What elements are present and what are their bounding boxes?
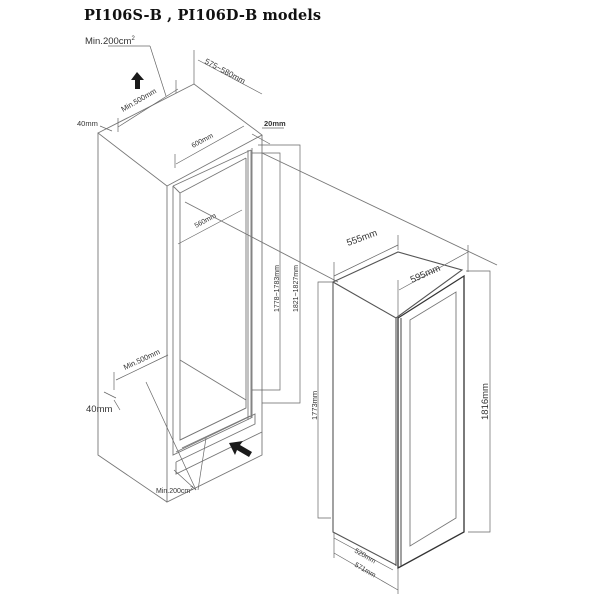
svg-text:40mm: 40mm bbox=[86, 404, 112, 415]
diagram-title: PI106S-B , PI106D-B models bbox=[84, 7, 322, 24]
svg-text:1773mm: 1773mm bbox=[310, 391, 319, 420]
svg-text:20mm: 20mm bbox=[264, 119, 286, 128]
svg-text:555mm: 555mm bbox=[345, 228, 379, 249]
niche-cabinet bbox=[97, 83, 263, 503]
svg-text:600mm: 600mm bbox=[191, 133, 215, 150]
arrow-diagonal-icon bbox=[229, 441, 252, 457]
bottom-depth-dimension: Min.500mm bbox=[113, 347, 169, 390]
top-wall-gap-dimension: 40mm bbox=[77, 119, 113, 132]
svg-text:40mm: 40mm bbox=[77, 119, 98, 128]
bottom-vent-label: Min.200cm2 bbox=[156, 486, 193, 495]
arrow-up-icon bbox=[131, 72, 144, 89]
appliance-total-height-dimension: 1816mm bbox=[466, 270, 491, 533]
projection-lines bbox=[184, 152, 498, 283]
svg-text:1821~1827mm: 1821~1827mm bbox=[293, 265, 300, 312]
bottom-vent-annotation: Min.200cm2 bbox=[145, 381, 207, 495]
svg-text:1778~1783mm: 1778~1783mm bbox=[274, 265, 281, 312]
svg-text:1816mm: 1816mm bbox=[480, 383, 491, 420]
svg-text:560mm: 560mm bbox=[194, 213, 218, 230]
top-vent-label: Min.200cm2 bbox=[85, 36, 135, 47]
niche-height-dimensions: 1778~1783mm 1821~1827mm bbox=[252, 144, 301, 404]
niche-width-dimension: 600mm bbox=[174, 125, 245, 168]
niche-depth-dimension: 575~580mm bbox=[193, 50, 263, 95]
top-depth-dimension: Min.500mm bbox=[117, 80, 179, 132]
svg-text:575~580mm: 575~580mm bbox=[203, 57, 247, 86]
appliance-bottom-depth-dimensions: 520mm 571mm bbox=[333, 533, 399, 594]
svg-text:595mm: 595mm bbox=[409, 263, 442, 286]
appliance-body-height-dimension: 1773mm bbox=[310, 281, 333, 519]
door-gap-dimension: 20mm bbox=[251, 119, 286, 145]
bottom-wall-gap-dimension: 40mm bbox=[86, 391, 121, 415]
svg-text:Min.500mm: Min.500mm bbox=[122, 347, 161, 372]
top-vent-annotation: Min.200cm2 bbox=[85, 36, 167, 97]
svg-text:Min.500mm: Min.500mm bbox=[120, 86, 158, 113]
appliance-depth-dimension: 555mm bbox=[333, 228, 399, 282]
wine-cooler-appliance bbox=[331, 251, 465, 570]
